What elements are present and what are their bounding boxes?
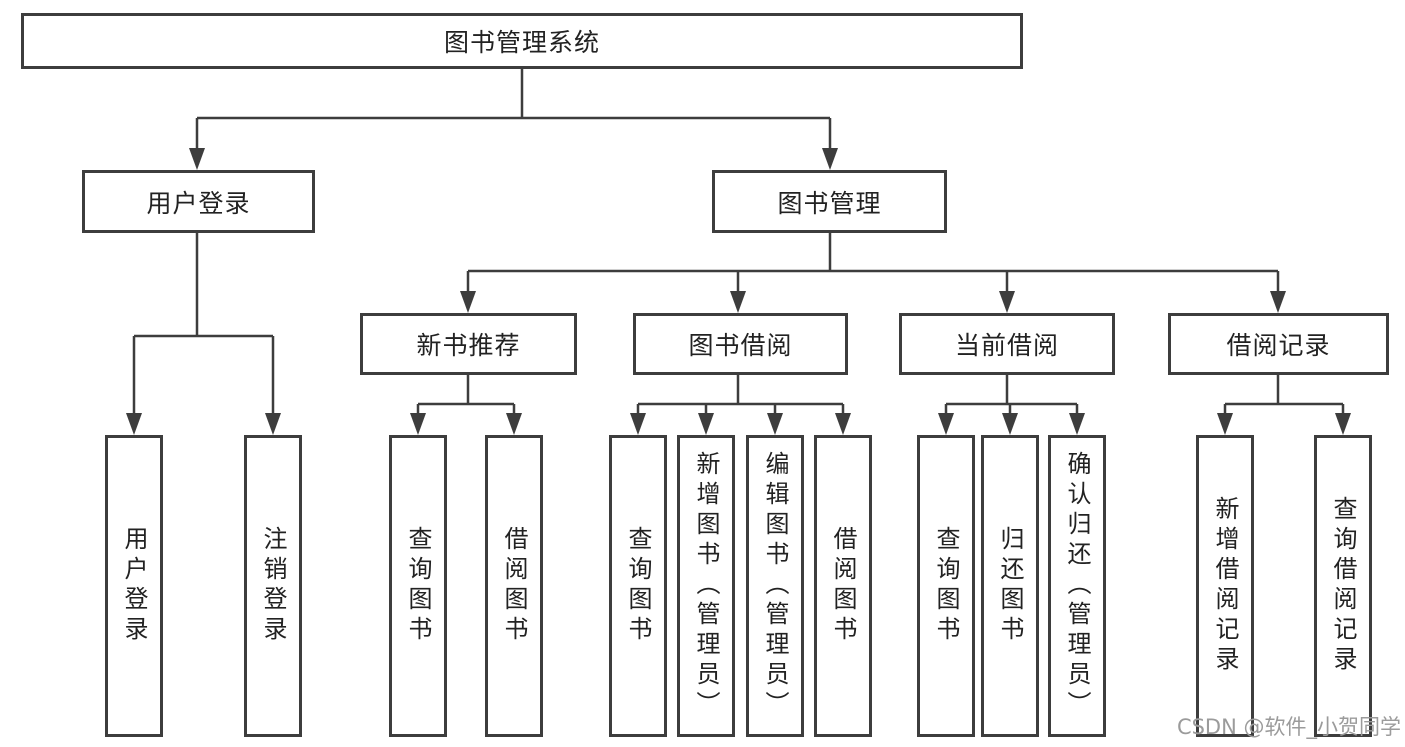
leaf-query-books-current-label: 查询图书 (932, 526, 960, 646)
leaf-borrow-books: 借阅图书 (814, 435, 872, 737)
leaf-borrow-books-recommend-label: 借阅图书 (500, 526, 528, 646)
leaf-return-books: 归还图书 (981, 435, 1039, 737)
leaf-user-login-label: 用户登录 (120, 526, 148, 646)
csdn-watermark: CSDN @软件_小贺同学 (1176, 715, 1401, 739)
node-root-system: 图书管理系统 (21, 13, 1023, 69)
leaf-add-books-admin-label: 新增图书（管理员） (692, 451, 720, 721)
leaf-query-books-recommend-label: 查询图书 (404, 526, 432, 646)
leaf-query-borrow-record: 查询借阅记录 (1314, 435, 1372, 737)
connector-root-to-level2 (189, 69, 838, 170)
node-book-management-label: 图书管理 (777, 188, 882, 218)
leaf-add-borrow-record: 新增借阅记录 (1196, 435, 1254, 737)
leaf-logout-label: 注销登录 (259, 526, 287, 646)
leaf-borrow-books-label: 借阅图书 (829, 526, 857, 646)
leaf-user-login: 用户登录 (105, 435, 163, 737)
node-user-login-label: 用户登录 (146, 188, 251, 218)
node-current-borrow-label: 当前借阅 (954, 331, 1059, 360)
node-current-borrow: 当前借阅 (899, 313, 1115, 375)
leaf-borrow-books-recommend: 借阅图书 (485, 435, 543, 737)
node-root-label: 图书管理系统 (443, 28, 600, 57)
connector-userlogin-children (126, 233, 281, 435)
connector-borrowrecord-children (1217, 375, 1351, 435)
node-new-book-recommend: 新书推荐 (360, 313, 577, 375)
leaf-logout: 注销登录 (244, 435, 302, 737)
leaf-query-books-current: 查询图书 (917, 435, 975, 737)
connector-newbook-children (410, 375, 522, 435)
node-user-login: 用户登录 (82, 170, 315, 233)
node-borrow-records: 借阅记录 (1168, 313, 1389, 375)
leaf-add-books-admin: 新增图书（管理员） (677, 435, 735, 737)
leaf-confirm-return-admin-label: 确认归还（管理员） (1063, 451, 1091, 721)
leaf-query-books-borrow-label: 查询图书 (624, 526, 652, 646)
leaf-query-books-borrow: 查询图书 (609, 435, 667, 737)
node-book-borrow: 图书借阅 (633, 313, 848, 375)
leaf-query-books-recommend: 查询图书 (389, 435, 447, 737)
node-book-management: 图书管理 (712, 170, 947, 233)
connector-bookmgmt-to-level3 (460, 233, 1286, 313)
node-borrow-records-label: 借阅记录 (1226, 331, 1331, 360)
leaf-edit-books-admin-label: 编辑图书（管理员） (761, 451, 789, 721)
node-new-book-recommend-label: 新书推荐 (416, 331, 521, 360)
connector-currentborrow-children (938, 375, 1085, 435)
leaf-add-borrow-record-label: 新增借阅记录 (1211, 496, 1239, 676)
leaf-return-books-label: 归还图书 (996, 526, 1024, 646)
connector-bookborrow-children (630, 375, 851, 435)
leaf-edit-books-admin: 编辑图书（管理员） (746, 435, 804, 737)
leaf-query-borrow-record-label: 查询借阅记录 (1329, 496, 1357, 676)
leaf-confirm-return-admin: 确认归还（管理员） (1048, 435, 1106, 737)
node-book-borrow-label: 图书借阅 (688, 331, 793, 360)
